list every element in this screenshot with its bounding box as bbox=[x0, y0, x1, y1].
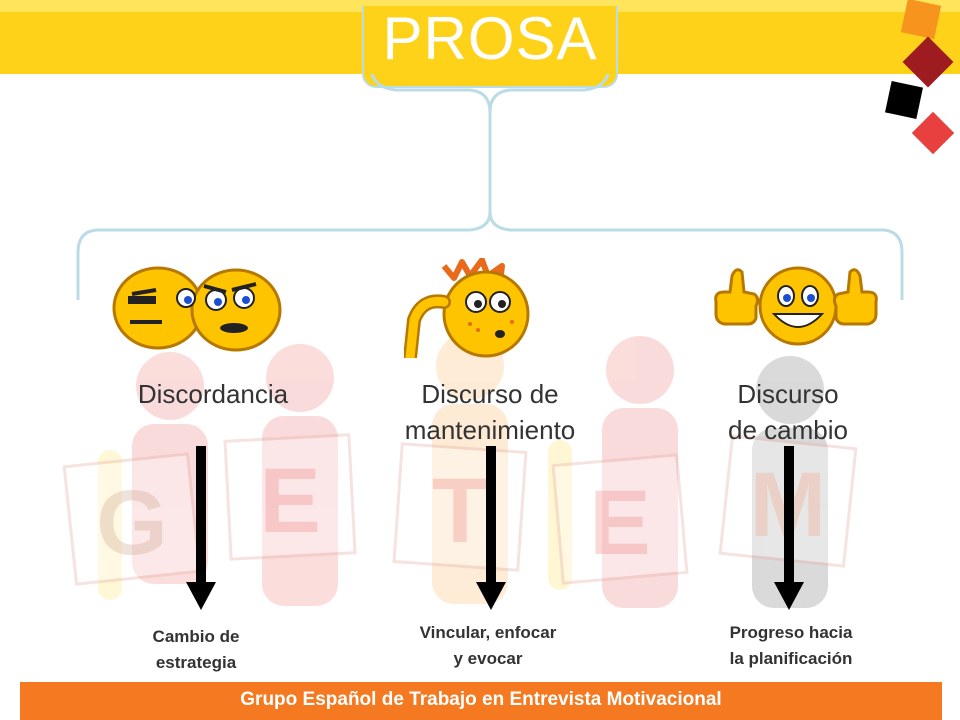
black-square bbox=[885, 81, 923, 119]
label-discordancia: Discordancia bbox=[137, 379, 289, 409]
outcome-vincular-enfocar-evocar: Vincular, enfocar y evocar bbox=[380, 620, 596, 672]
slide-title: PROSA bbox=[382, 5, 598, 72]
outcome-cambio-estrategia: Cambio de estrategia bbox=[96, 624, 296, 676]
watermark-letter-t: T bbox=[432, 460, 488, 562]
watermark-letter-e: E bbox=[259, 450, 320, 552]
connector-lines bbox=[76, 73, 904, 300]
footer-band: Grupo Español de Trabajo en Entrevista M… bbox=[20, 682, 942, 720]
orange-square bbox=[900, 0, 942, 40]
down-arrow-2 bbox=[476, 446, 506, 610]
darkred-square bbox=[902, 36, 954, 88]
outcome-line: Vincular, enfocar bbox=[419, 623, 557, 642]
sign-e2 bbox=[551, 453, 689, 585]
two-angry-smileys-icon bbox=[112, 266, 282, 352]
label-line: de cambio bbox=[728, 415, 848, 445]
sign-e1 bbox=[223, 433, 357, 561]
thinking-smiley-icon bbox=[404, 258, 530, 358]
outcome-progreso-planificacion: Progreso hacia la planificación bbox=[686, 620, 896, 672]
outcome-line: y evocar bbox=[453, 649, 523, 668]
outcome-line: Progreso hacia bbox=[729, 623, 853, 642]
sign-g bbox=[62, 452, 202, 586]
decorative-squares bbox=[885, 0, 955, 155]
down-arrow-3 bbox=[774, 446, 804, 610]
label-discurso-mantenimiento: Discurso de mantenimiento bbox=[360, 376, 620, 448]
down-arrow-1 bbox=[186, 446, 216, 610]
outcome-line: estrategia bbox=[155, 653, 237, 672]
title-box bbox=[362, 6, 618, 88]
outcome-line: Cambio de bbox=[152, 627, 240, 646]
label-line: Discurso de bbox=[421, 379, 559, 409]
footer-text: Grupo Español de Trabajo en Entrevista M… bbox=[240, 689, 722, 710]
thumbs-up-smiley-icon bbox=[714, 266, 878, 346]
getem-watermark-art: G E T E M bbox=[62, 332, 858, 608]
outcome-line: la planificación bbox=[729, 649, 853, 668]
label-discurso-cambio: Discurso de cambio bbox=[686, 376, 890, 448]
label-line: mantenimiento bbox=[404, 415, 576, 445]
watermark-letter-g: G bbox=[96, 472, 168, 574]
watermark-letter-e: E bbox=[589, 472, 650, 574]
label-line: Discurso bbox=[737, 379, 839, 409]
